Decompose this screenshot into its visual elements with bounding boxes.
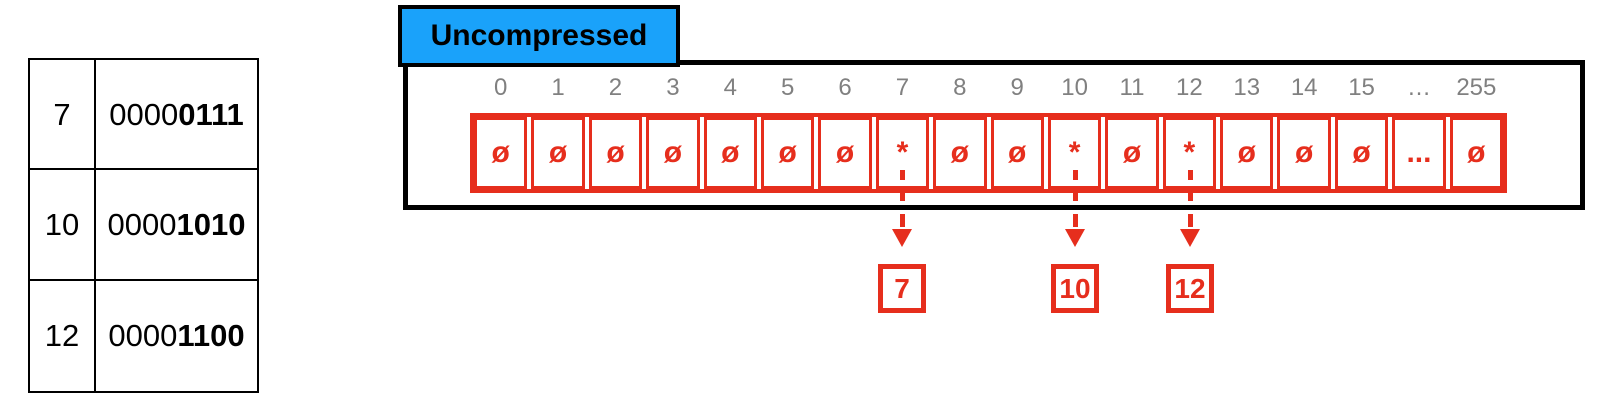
uncompressed-label: Uncompressed — [398, 5, 680, 67]
bit-position-label: 9 — [1010, 74, 1024, 101]
bitmap-cell: ø — [1334, 117, 1389, 189]
uncompressed-label-text: Uncompressed — [430, 19, 648, 52]
bits-suffix: 0111 — [178, 96, 244, 132]
bit-position-label: 6 — [838, 74, 852, 101]
bit-position-label: 1 — [551, 74, 565, 101]
bit-position-label: 12 — [1176, 74, 1203, 101]
arrow-dash-segment — [1072, 214, 1078, 227]
bitmap-cell: ø — [1220, 117, 1274, 189]
arrow-dash-segment — [1187, 170, 1193, 201]
bitmap-cell: ø — [1449, 117, 1504, 189]
arrow-head-icon — [892, 229, 912, 247]
arrow-dash-segment — [899, 214, 905, 227]
table-value-cell: 12 — [30, 280, 96, 391]
bitmap-cell: ø — [646, 117, 700, 189]
bitmap-cell: ø — [990, 117, 1044, 189]
bit-position-label: 7 — [895, 74, 910, 101]
bits-suffix: 1010 — [176, 206, 246, 242]
pointer-value-box: 10 — [1051, 264, 1099, 313]
table-value-cell: 10 — [30, 170, 96, 281]
pointer-value-box: 7 — [878, 264, 926, 313]
arrow-dash-segment — [1072, 170, 1078, 201]
bitmap-cell-ellipsis: ... — [1392, 117, 1446, 189]
bitmap-cell: ø — [474, 117, 528, 189]
bitmap-cell: ø — [1277, 117, 1331, 189]
bits-suffix: 1100 — [177, 318, 245, 354]
bit-position-label: 4 — [723, 74, 737, 101]
bit-position-label: 14 — [1290, 74, 1318, 101]
bits-prefix: 0000 — [109, 96, 179, 132]
bitmap-cell: ø — [760, 117, 815, 189]
bitmap-cell: ø — [703, 117, 757, 189]
bit-position-label: 11 — [1119, 74, 1145, 101]
bit-position-label: 13 — [1233, 74, 1261, 101]
pointer-arrow-10: 10 — [1051, 170, 1099, 313]
bitmap-cell: ø — [933, 117, 987, 189]
arrow-dash-segment — [899, 170, 905, 201]
bit-position-labels: 0 1 2 3 4 5 6 7 8 9 10 11 12 13 14 15 … … — [474, 74, 1503, 102]
bit-position-label: 0 — [494, 74, 508, 101]
bitmap-cell: ø — [1105, 117, 1159, 189]
pointer-arrow-12: 12 — [1166, 170, 1214, 313]
bits-prefix: 0000 — [107, 206, 177, 242]
arrow-dash-segment — [1187, 214, 1193, 227]
bit-position-label: 10 — [1061, 74, 1088, 101]
pointer-arrow-7: 7 — [878, 170, 926, 313]
arrow-head-icon — [1180, 229, 1200, 247]
bit-position-label-ellipsis: … — [1406, 74, 1431, 101]
bitmap-cells-row: ø ø ø ø ø ø ø * ø ø * ø * ø ø ø ... ø — [470, 113, 1507, 193]
bitmap-cell: ø — [818, 117, 872, 189]
bit-position-label: 8 — [953, 74, 967, 101]
bit-position-label: 255 — [1456, 74, 1497, 101]
bit-position-label: 5 — [780, 74, 795, 101]
arrow-head-icon — [1065, 229, 1085, 247]
bitmap-cell: ø — [531, 117, 585, 189]
pointer-value-box: 12 — [1166, 264, 1214, 313]
bit-position-label: 2 — [608, 74, 623, 101]
bits-prefix: 0000 — [108, 318, 178, 354]
bit-position-label: 3 — [666, 74, 680, 101]
bitmap-cell: ø — [588, 117, 643, 189]
bit-position-label: 15 — [1348, 74, 1375, 101]
table-value-cell: 7 — [30, 60, 96, 171]
